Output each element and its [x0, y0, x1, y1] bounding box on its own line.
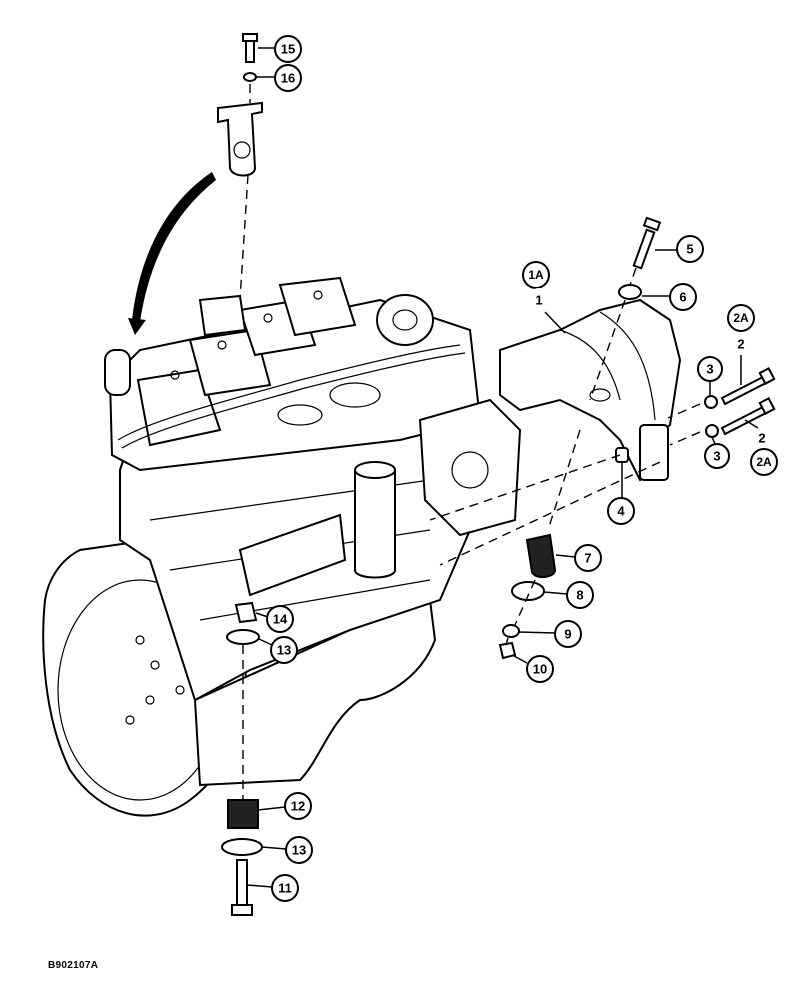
callout-7-label: 7: [584, 551, 591, 566]
callout-10: [526, 655, 554, 683]
callout-6-label: 6: [679, 290, 686, 305]
lifting-bracket-group: [217, 33, 263, 301]
callout-15-label: 15: [281, 42, 295, 57]
oil-pan: [193, 598, 437, 787]
lifting-bracket: [217, 101, 263, 177]
rocker-cover-2: [188, 328, 272, 397]
callout-14-label: 14: [273, 612, 288, 627]
injection-pump: [418, 398, 522, 537]
callout-2a-bottom: [750, 448, 778, 476]
nut-14: [234, 601, 258, 624]
callout-13-upper: [270, 636, 298, 664]
callout-4-label: 4: [617, 504, 625, 519]
front-isolator-group: [429, 429, 661, 660]
washer-13-upper: [226, 629, 260, 645]
callout-5-label: 5: [686, 242, 693, 257]
lift-eye: [104, 349, 131, 396]
oil-filter: [354, 469, 396, 579]
callout-13-upper-label: 13: [277, 643, 291, 658]
relocation-arrow: [132, 172, 216, 322]
callout-1a: [522, 261, 550, 289]
washer-9: [502, 624, 520, 638]
callout-4: [607, 497, 635, 525]
isolator-7: [525, 533, 557, 578]
callout-13-lower-label: 13: [292, 843, 306, 858]
fan-pulley: [376, 294, 434, 346]
bolt-5: [632, 228, 656, 270]
figure-id: B902107A: [48, 960, 99, 971]
callout-7: [574, 544, 602, 572]
callout-9-label: 9: [564, 627, 571, 642]
callout-6: [669, 283, 697, 311]
bolt-11: [236, 859, 248, 906]
callout-1-label: 1: [535, 293, 542, 308]
callout-11-label: 11: [278, 881, 292, 896]
callout-1a-label: 1A: [528, 268, 544, 282]
callout-15: [274, 35, 302, 63]
engine-assembly: [42, 276, 522, 817]
callout-16-label: 16: [281, 71, 295, 86]
callout-10-label: 10: [533, 662, 547, 677]
callout-11: [271, 874, 299, 902]
nut-3-top: [704, 395, 718, 409]
callout-8: [566, 581, 594, 609]
rear-mount-group: [221, 601, 263, 916]
callout-3-bottom-label: 3: [713, 449, 720, 464]
isolator-12: [227, 799, 259, 829]
callout-16: [274, 64, 302, 92]
washer-6: [618, 284, 642, 300]
bolt-15: [245, 39, 255, 63]
front-mount-bracket-group: [499, 216, 776, 482]
callout-2a-top: [727, 304, 755, 332]
callout-2-bottom-label: 2: [758, 431, 765, 446]
callouts: 15 16 5 6 1A 1 2A 2 3 3 2: [246, 35, 778, 902]
callout-14: [266, 605, 294, 633]
callout-2-top-label: 2: [737, 337, 744, 352]
starter-motor: [238, 513, 347, 597]
spacer-4: [615, 447, 629, 463]
bolt-2-top: [720, 374, 770, 406]
washer-16: [243, 72, 257, 82]
callout-2a-top-label: 2A: [733, 311, 749, 325]
rocker-cover-5: [198, 294, 247, 337]
callout-9: [554, 620, 582, 648]
callout-2a-bottom-label: 2A: [756, 455, 772, 469]
washer-8: [511, 581, 545, 601]
callout-5: [676, 235, 704, 263]
callout-3-bottom: [704, 443, 730, 469]
callout-8-label: 8: [576, 588, 583, 603]
rocker-cover-4: [278, 276, 357, 337]
washer-13-lower: [221, 838, 263, 856]
callout-12: [284, 792, 312, 820]
callout-3-top-label: 3: [706, 362, 713, 377]
rocker-cover-1: [136, 368, 222, 447]
callout-12-label: 12: [291, 799, 305, 814]
callout-13-lower: [285, 836, 313, 864]
nut-10: [498, 641, 517, 660]
nut-3-bottom: [705, 424, 719, 438]
